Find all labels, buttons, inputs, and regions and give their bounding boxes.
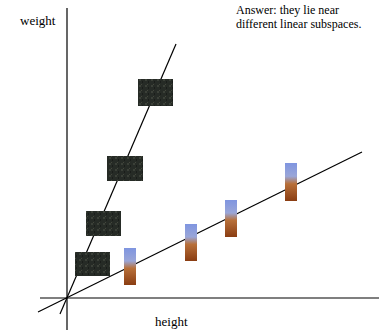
image-thumbnail bbox=[75, 252, 110, 276]
note-text: Answer: they lie near different linear s… bbox=[236, 3, 364, 31]
y-axis bbox=[66, 8, 67, 330]
subspace-line bbox=[38, 152, 362, 312]
image-thumbnail bbox=[138, 79, 173, 106]
x-axis bbox=[40, 297, 379, 298]
image-thumbnail bbox=[124, 248, 136, 285]
axis-label: height bbox=[155, 314, 188, 330]
image-thumbnail bbox=[86, 211, 121, 236]
image-thumbnail bbox=[225, 200, 237, 237]
subspace-line bbox=[60, 44, 176, 314]
image-thumbnail bbox=[285, 163, 297, 201]
image-thumbnail bbox=[185, 224, 197, 261]
image-thumbnail bbox=[107, 156, 143, 181]
axis-label: weight bbox=[20, 13, 55, 29]
